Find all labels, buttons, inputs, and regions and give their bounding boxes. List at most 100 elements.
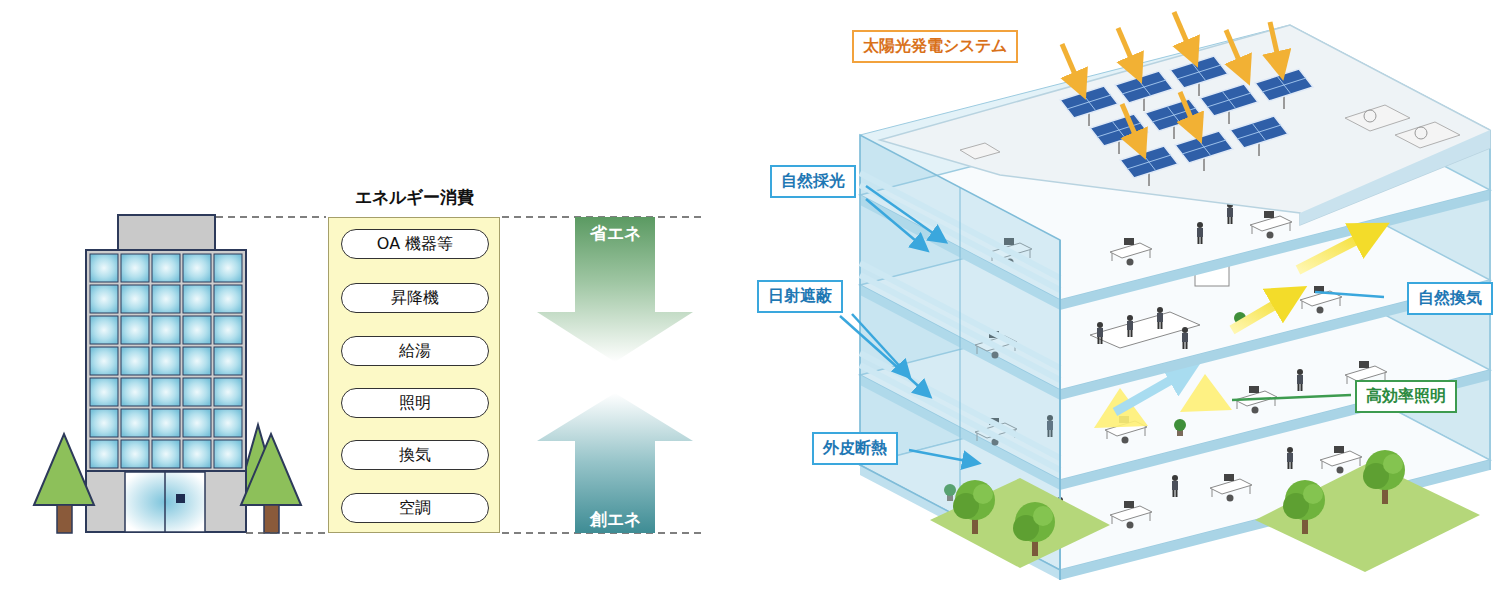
box-heading: エネルギー消費: [329, 186, 499, 209]
solar-array: [1175, 131, 1233, 171]
office-building: [90, 409, 242, 437]
energy-item: 空調: [341, 493, 489, 523]
roof: [960, 143, 1000, 159]
office-building: [125, 472, 205, 532]
glass-facade: [960, 188, 961, 517]
sunlight-arrow: [1226, 30, 1244, 72]
office-building: [90, 285, 242, 313]
office-building: [90, 440, 242, 468]
arrow-label: 創エネ: [590, 508, 641, 531]
energy-item: 昇降機: [341, 283, 489, 313]
tree: [241, 434, 301, 505]
office-building: [90, 378, 242, 406]
energy-item: OA 機器等: [341, 229, 489, 259]
box-text: 自然採光: [781, 171, 845, 192]
office-building: [90, 347, 242, 375]
office-building: [86, 250, 246, 532]
box-text: 昇降機: [391, 288, 439, 309]
box-text: 空調: [399, 498, 431, 519]
sunlight-arrow: [1180, 92, 1196, 130]
energy-item: 換気: [341, 440, 489, 470]
furniture: [1227, 202, 1233, 224]
office-building: [90, 254, 242, 282]
roof: [1345, 105, 1410, 131]
box-text: 換気: [399, 445, 431, 466]
glass-facade: [860, 135, 1060, 570]
tree: [264, 505, 279, 533]
tree: [34, 434, 94, 505]
leader-line: [1232, 395, 1351, 400]
tree: [34, 434, 301, 533]
tree: [1283, 480, 1325, 534]
guide-line: [216, 217, 706, 533]
sunlight-arrow: [1118, 28, 1136, 70]
floor-slab: [1060, 370, 1490, 490]
callout-box: 外皮断熱: [812, 432, 898, 465]
furniture: [1110, 501, 1152, 529]
solar-array: [1145, 99, 1203, 139]
box-text: 外皮断熱: [823, 438, 887, 459]
tree: [1013, 502, 1055, 556]
office-building: [164, 472, 166, 532]
furniture: [1297, 369, 1303, 391]
callout-box: 日射遮蔽: [757, 280, 843, 313]
leader-line: [840, 316, 925, 392]
furniture: [1157, 307, 1163, 329]
sunlight-arrow: [1062, 44, 1080, 86]
box-text: OA 機器等: [377, 234, 453, 255]
box-text: 高効率照明: [1366, 386, 1446, 407]
furniture: [1287, 447, 1293, 469]
office-building: [90, 316, 242, 344]
energy-box: エネルギー消費OA 機器等昇降機給湯照明換気空調: [328, 217, 500, 533]
creating-arrow: [537, 393, 693, 533]
furniture: [1197, 222, 1203, 244]
roof: [1364, 110, 1376, 122]
airflow-arrow: [1232, 296, 1290, 330]
furniture: [1127, 315, 1133, 337]
tree: [1363, 450, 1405, 504]
furniture: [1300, 286, 1342, 314]
box-text: 太陽光発電システム: [863, 36, 1007, 57]
tree: [953, 450, 1405, 556]
guide-line: [216, 216, 326, 218]
solar-array: [1060, 86, 1118, 126]
arrow-label: 省エネ: [590, 222, 641, 245]
roof: [1395, 122, 1460, 148]
tree: [953, 480, 995, 534]
leader-line: [840, 186, 1384, 462]
furniture: [1174, 419, 1186, 436]
furniture: [1172, 475, 1178, 497]
leader-line: [852, 314, 905, 372]
furniture: [1097, 322, 1103, 344]
furniture: [1250, 211, 1292, 239]
callout-box: 自然採光: [770, 165, 856, 198]
solar-array: [1255, 69, 1313, 109]
guide-line: [246, 532, 326, 534]
floor-slab: [1060, 460, 1490, 580]
roof: [1300, 130, 1490, 225]
box-text: 給湯: [399, 341, 431, 362]
sunlight-arrow: [1270, 22, 1280, 66]
solar-array: [1200, 84, 1258, 124]
callout-box: 高効率照明: [1355, 380, 1457, 413]
solar-array: [1230, 116, 1288, 156]
energy-item: 給湯: [341, 336, 489, 366]
airflow-arrow: [1298, 232, 1372, 270]
box-text: 照明: [399, 393, 431, 414]
solar-array: [1120, 146, 1178, 186]
roof: [1415, 127, 1427, 139]
furniture: [1182, 327, 1188, 349]
solar-array: [1060, 56, 1313, 186]
office-building: [118, 215, 215, 251]
callout-box: 自然換気: [1407, 282, 1493, 315]
solar-array: [1090, 114, 1148, 154]
leader-line: [866, 186, 940, 238]
sunlight-arrow: [1062, 12, 1280, 146]
callout-box: 太陽光発電システム: [852, 30, 1018, 63]
lawn: [930, 478, 1110, 568]
sunlight-arrow: [1122, 104, 1140, 146]
solar-array: [1170, 56, 1228, 96]
light-cone: [1180, 374, 1232, 412]
